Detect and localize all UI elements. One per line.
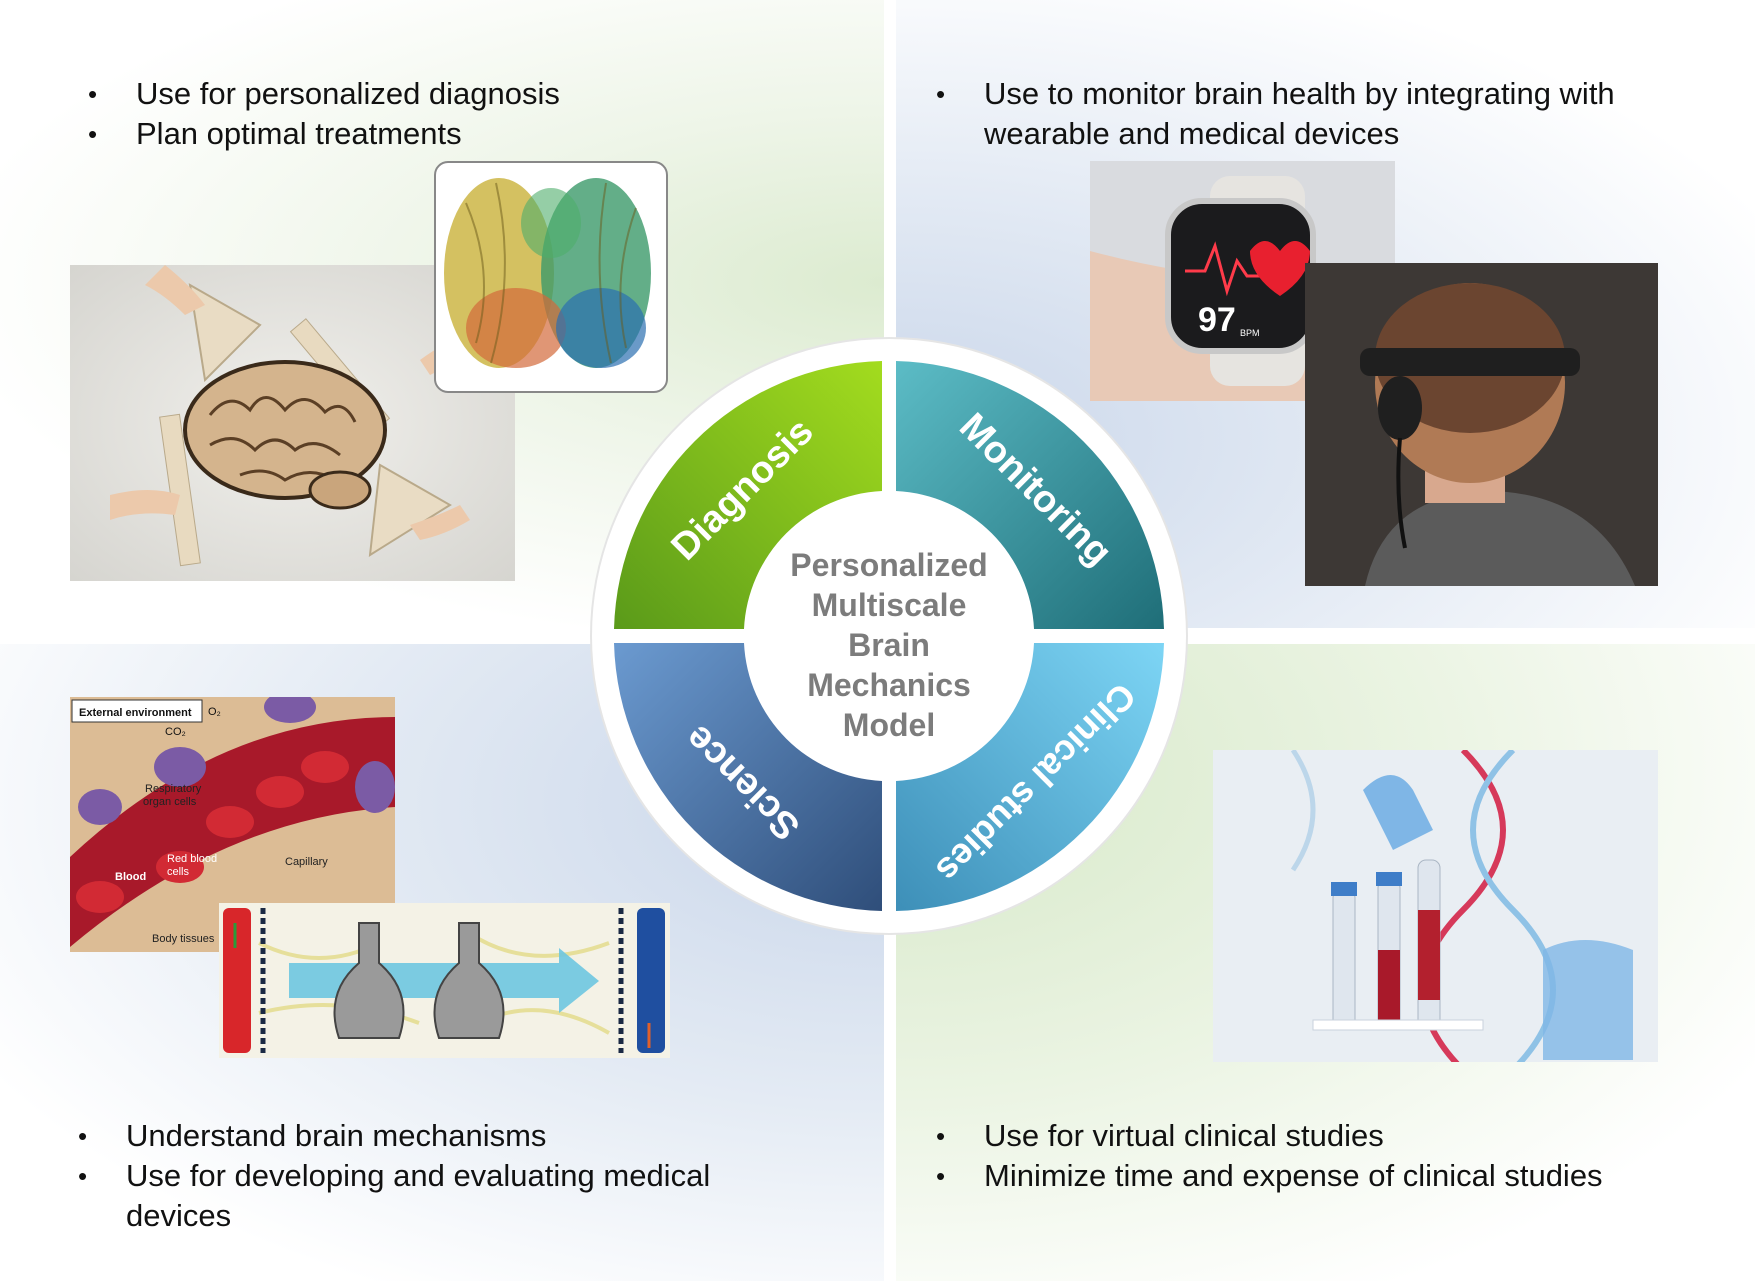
- bullet-item: Use for personalized diagnosis: [84, 74, 764, 114]
- segment-clinical: [896, 643, 1164, 911]
- center-line-5: Model: [843, 707, 935, 743]
- label-red-blood: Red blood: [167, 853, 217, 865]
- bullet-item: Minimize time and expense of clinical st…: [932, 1156, 1712, 1196]
- monitoring-bullets: Use to monitor brain health by integrati…: [932, 74, 1692, 154]
- science-bullets: Understand brain mechanisms Use for deve…: [74, 1116, 794, 1236]
- lab-dna-image: [1213, 750, 1658, 1062]
- label-blood: Blood: [115, 871, 146, 883]
- bullet-item: Use for developing and evaluating medica…: [74, 1156, 794, 1236]
- label-external-environment: External environment: [79, 707, 192, 719]
- segment-monitoring: [896, 361, 1164, 629]
- brain-vasculature-image: [434, 161, 668, 393]
- label-cells: cells: [167, 866, 190, 878]
- neurovascular-illustration: [219, 903, 670, 1058]
- label-body-tissues: Body tissues: [152, 933, 215, 945]
- bullet-item: Use for virtual clinical studies: [932, 1116, 1712, 1156]
- label-co2: CO₂: [165, 726, 186, 738]
- label-o2: O₂: [208, 706, 221, 718]
- bullet-item: Understand brain mechanisms: [74, 1116, 794, 1156]
- segment-science: [614, 643, 882, 911]
- segment-diagnosis: [614, 361, 882, 629]
- clinical-bullets: Use for virtual clinical studies Minimiz…: [932, 1116, 1712, 1196]
- bullet-item: Use to monitor brain health by integrati…: [932, 74, 1692, 154]
- heart-rate-unit: BPM: [1240, 328, 1260, 338]
- headset-person-image: [1305, 263, 1658, 586]
- center-line-1: Personalized: [790, 547, 987, 583]
- center-line-3: Brain: [848, 627, 930, 663]
- label-respiratory: Respiratory: [145, 783, 202, 795]
- brain-model-wheel: Diagnosis Monitoring Clinical studies Sc…: [590, 337, 1188, 935]
- label-capillary: Capillary: [285, 856, 328, 868]
- heart-rate-value: 97: [1198, 301, 1236, 339]
- center-line-4: Mechanics: [807, 667, 971, 703]
- bullet-item: Plan optimal treatments: [84, 114, 764, 154]
- center-line-2: Multiscale: [812, 587, 967, 623]
- label-organ-cells: organ cells: [143, 796, 197, 808]
- diagnosis-bullets: Use for personalized diagnosis Plan opti…: [84, 74, 764, 154]
